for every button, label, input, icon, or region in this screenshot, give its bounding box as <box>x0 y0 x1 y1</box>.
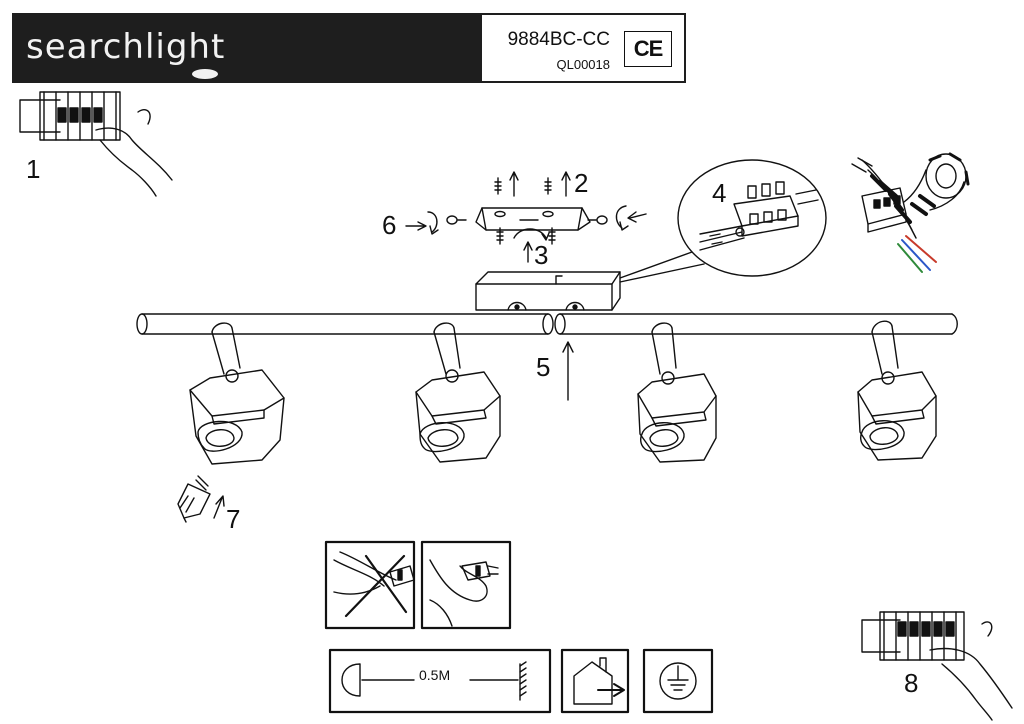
spotlight-head-2 <box>415 322 501 463</box>
step-number-3: 3 <box>534 240 549 270</box>
spotlight-bar-right <box>554 313 958 335</box>
terminal-block-detail <box>619 159 827 283</box>
distance-label: 0.5M <box>416 667 454 683</box>
breaker-panel-on-icon <box>861 611 1013 721</box>
use-cloth-bulb-icon <box>420 540 512 630</box>
ceiling-canopy <box>475 271 621 311</box>
ql-code: QL00018 <box>556 57 611 72</box>
step-number-6: 6 <box>382 210 397 240</box>
indoor-use-icon <box>560 648 630 714</box>
no-touch-bulb-icon <box>324 540 416 630</box>
spotlight-head-1 <box>189 322 285 465</box>
breaker-panel-off-icon <box>19 91 173 197</box>
right-arrow-icon <box>405 211 647 231</box>
rotate-arrow-icon <box>427 205 629 241</box>
screw-icon <box>494 177 556 245</box>
step-number-2: 2 <box>574 168 589 198</box>
step-number-8: 8 <box>904 668 919 698</box>
up-arrow-icon <box>509 171 571 263</box>
taped-connector-icon <box>851 152 970 273</box>
earth-ground-icon <box>642 648 714 714</box>
up-arrow-icon <box>562 341 574 401</box>
brand-logo-dot <box>192 69 218 79</box>
spotlight-head-3 <box>637 322 717 463</box>
up-arrow-icon <box>213 495 225 519</box>
ce-mark: CE <box>624 31 672 67</box>
spotlight-bar-left <box>136 313 554 335</box>
product-code-box: 9884BC-CC QL00018 CE <box>480 13 686 83</box>
spotlight-head-4 <box>857 320 937 461</box>
header-bar: searchlight 9884BC-CC QL00018 CE <box>12 13 686 83</box>
step-number-4: 4 <box>712 178 727 208</box>
step-number-7: 7 <box>226 504 241 534</box>
brand-logo: searchlight <box>26 27 226 67</box>
model-number: 9884BC-CC <box>507 29 610 50</box>
step-number-5: 5 <box>536 352 551 382</box>
mounting-bracket <box>475 207 591 231</box>
step-number-1: 1 <box>26 154 41 184</box>
g9-bulb-icon <box>177 475 211 523</box>
min-distance-icon <box>328 648 552 714</box>
side-screw-icon <box>446 215 608 225</box>
